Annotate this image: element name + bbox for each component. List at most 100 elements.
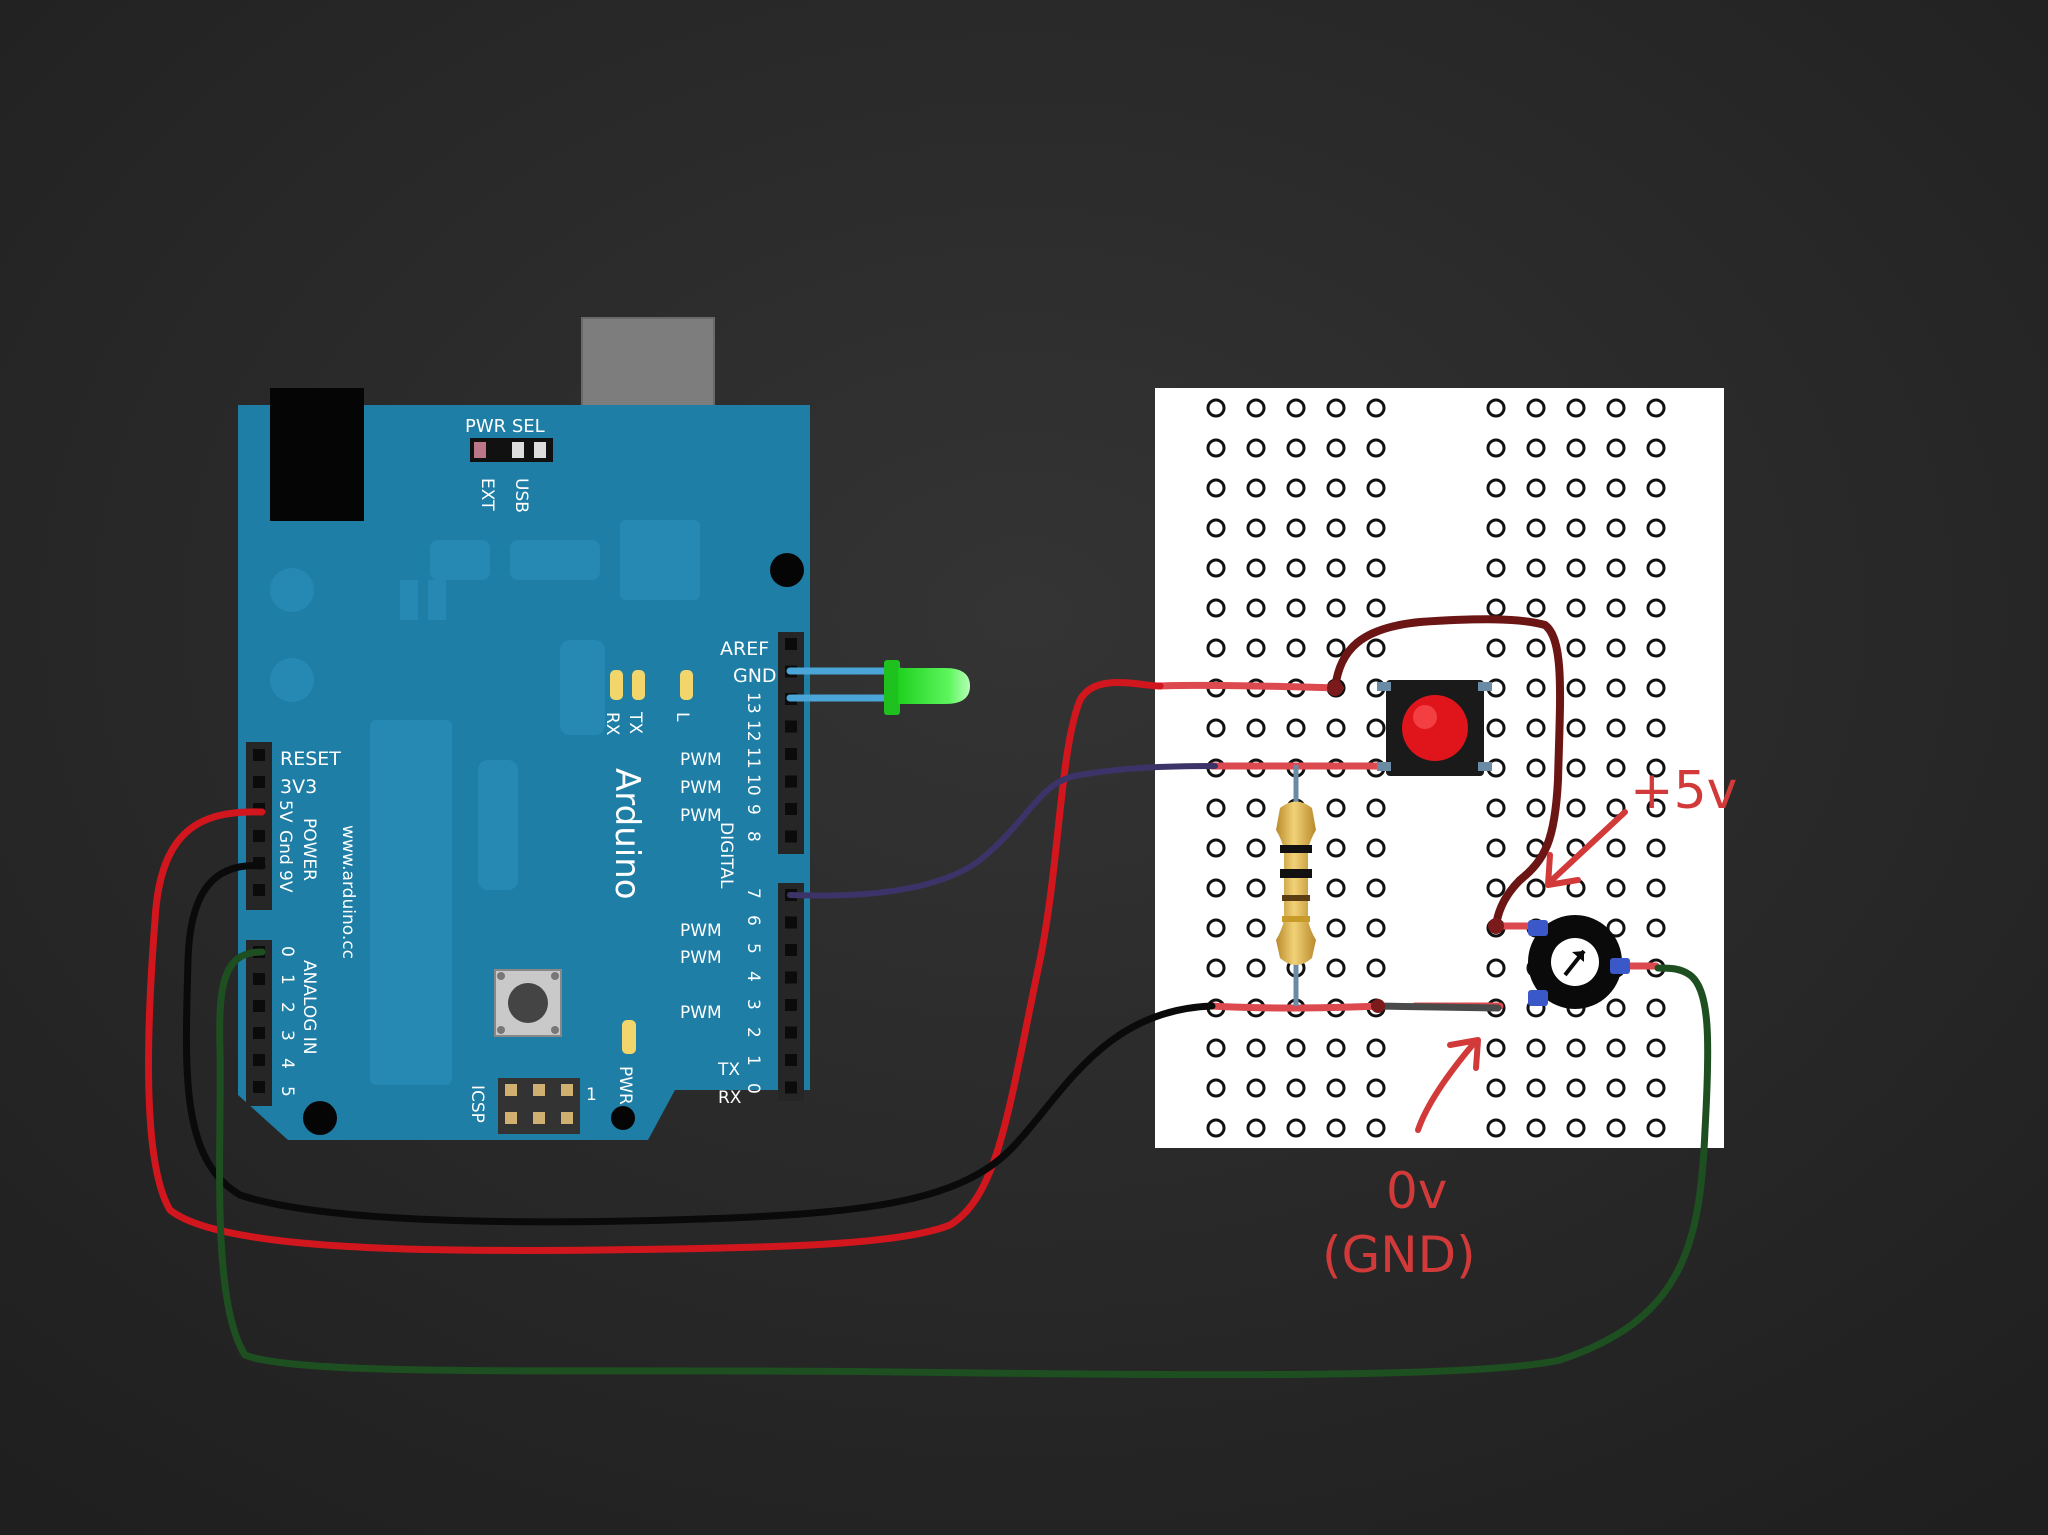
breadboard-hole[interactable] (1206, 598, 1226, 618)
breadboard-hole[interactable] (1326, 398, 1346, 418)
breadboard-hole[interactable] (1606, 838, 1626, 858)
breadboard-hole[interactable] (1486, 438, 1506, 458)
breadboard-hole[interactable] (1366, 1118, 1386, 1138)
breadboard-hole[interactable] (1326, 638, 1346, 658)
breadboard-hole[interactable] (1646, 1078, 1666, 1098)
breadboard-hole[interactable] (1286, 1038, 1306, 1058)
breadboard-hole[interactable] (1246, 398, 1266, 418)
breadboard-hole[interactable] (1526, 1038, 1546, 1058)
breadboard-hole[interactable] (1206, 1038, 1226, 1058)
header-pin[interactable] (785, 1026, 797, 1039)
breadboard-hole[interactable] (1646, 598, 1666, 618)
breadboard-hole[interactable] (1606, 918, 1626, 938)
breadboard-hole[interactable] (1526, 478, 1546, 498)
breadboard-hole[interactable] (1246, 958, 1266, 978)
breadboard-hole[interactable] (1526, 558, 1546, 578)
breadboard-hole[interactable] (1326, 838, 1346, 858)
breadboard-hole[interactable] (1326, 958, 1346, 978)
breadboard-hole[interactable] (1326, 1038, 1346, 1058)
header-pin[interactable] (253, 1000, 265, 1012)
breadboard-hole[interactable] (1326, 518, 1346, 538)
breadboard-hole[interactable] (1646, 518, 1666, 538)
header-pin[interactable] (785, 971, 797, 984)
breadboard-hole[interactable] (1566, 558, 1586, 578)
breadboard-hole[interactable] (1606, 638, 1626, 658)
potentiometer[interactable] (1528, 915, 1630, 1009)
breadboard-hole[interactable] (1326, 558, 1346, 578)
breadboard-hole[interactable] (1606, 1078, 1626, 1098)
breadboard-hole[interactable] (1286, 558, 1306, 578)
breadboard-hole[interactable] (1646, 1038, 1666, 1058)
breadboard-hole[interactable] (1286, 398, 1306, 418)
header-pin[interactable] (253, 1027, 265, 1039)
breadboard-hole[interactable] (1326, 798, 1346, 818)
breadboard-hole[interactable] (1486, 1038, 1506, 1058)
breadboard-hole[interactable] (1366, 558, 1386, 578)
breadboard-hole[interactable] (1206, 1078, 1226, 1098)
header-pin[interactable] (785, 999, 797, 1011)
breadboard-hole[interactable] (1246, 718, 1266, 738)
breadboard-hole[interactable] (1486, 838, 1506, 858)
breadboard-hole[interactable] (1566, 598, 1586, 618)
breadboard-hole[interactable] (1526, 798, 1546, 818)
breadboard-hole[interactable] (1486, 958, 1506, 978)
header-pin[interactable] (785, 830, 797, 843)
breadboard-hole[interactable] (1286, 438, 1306, 458)
breadboard-hole[interactable] (1566, 398, 1586, 418)
breadboard-hole[interactable] (1606, 798, 1626, 818)
breadboard-hole[interactable] (1206, 478, 1226, 498)
breadboard-hole[interactable] (1646, 478, 1666, 498)
breadboard-hole[interactable] (1326, 1078, 1346, 1098)
header-pin[interactable] (785, 775, 797, 788)
breadboard-hole[interactable] (1566, 1078, 1586, 1098)
breadboard-hole[interactable] (1206, 438, 1226, 458)
breadboard-hole[interactable] (1526, 638, 1546, 658)
breadboard-hole[interactable] (1646, 998, 1666, 1018)
breadboard-hole[interactable] (1366, 398, 1386, 418)
breadboard-hole[interactable] (1606, 1038, 1626, 1058)
breadboard-hole[interactable] (1646, 1118, 1666, 1138)
breadboard-hole[interactable] (1206, 958, 1226, 978)
breadboard-hole[interactable] (1526, 758, 1546, 778)
breadboard-hole[interactable] (1206, 518, 1226, 538)
breadboard-hole[interactable] (1326, 718, 1346, 738)
header-pin[interactable] (253, 776, 265, 788)
header-pin[interactable] (253, 1081, 265, 1093)
breadboard-hole[interactable] (1246, 838, 1266, 858)
reset-button[interactable] (494, 969, 562, 1037)
breadboard-hole[interactable] (1606, 598, 1626, 618)
breadboard-hole[interactable] (1486, 878, 1506, 898)
breadboard-hole[interactable] (1286, 518, 1306, 538)
breadboard-hole[interactable] (1246, 598, 1266, 618)
header-pin[interactable] (785, 944, 797, 956)
breadboard-hole[interactable] (1206, 638, 1226, 658)
breadboard-hole[interactable] (1206, 398, 1226, 418)
header-pin[interactable] (253, 973, 265, 985)
breadboard-hole[interactable] (1646, 798, 1666, 818)
breadboard-hole[interactable] (1566, 798, 1586, 818)
breadboard-hole[interactable] (1526, 598, 1546, 618)
breadboard-hole[interactable] (1526, 518, 1546, 538)
breadboard-hole[interactable] (1606, 998, 1626, 1018)
breadboard-hole[interactable] (1246, 638, 1266, 658)
breadboard-hole[interactable] (1326, 478, 1346, 498)
breadboard-hole[interactable] (1526, 878, 1546, 898)
breadboard-hole[interactable] (1246, 798, 1266, 818)
breadboard-hole[interactable] (1246, 1038, 1266, 1058)
breadboard-hole[interactable] (1486, 638, 1506, 658)
header-pin[interactable] (253, 830, 265, 842)
breadboard-hole[interactable] (1606, 518, 1626, 538)
breadboard-hole[interactable] (1246, 1118, 1266, 1138)
breadboard-hole[interactable] (1366, 918, 1386, 938)
breadboard-hole[interactable] (1486, 1118, 1506, 1138)
breadboard-hole[interactable] (1486, 1078, 1506, 1098)
breadboard-hole[interactable] (1646, 838, 1666, 858)
breadboard-hole[interactable] (1646, 718, 1666, 738)
breadboard-hole[interactable] (1646, 398, 1666, 418)
breadboard-hole[interactable] (1326, 598, 1346, 618)
breadboard-hole[interactable] (1246, 1078, 1266, 1098)
header-pin[interactable] (253, 749, 265, 761)
breadboard-hole[interactable] (1286, 638, 1306, 658)
breadboard-hole[interactable] (1566, 518, 1586, 538)
breadboard-hole[interactable] (1286, 478, 1306, 498)
